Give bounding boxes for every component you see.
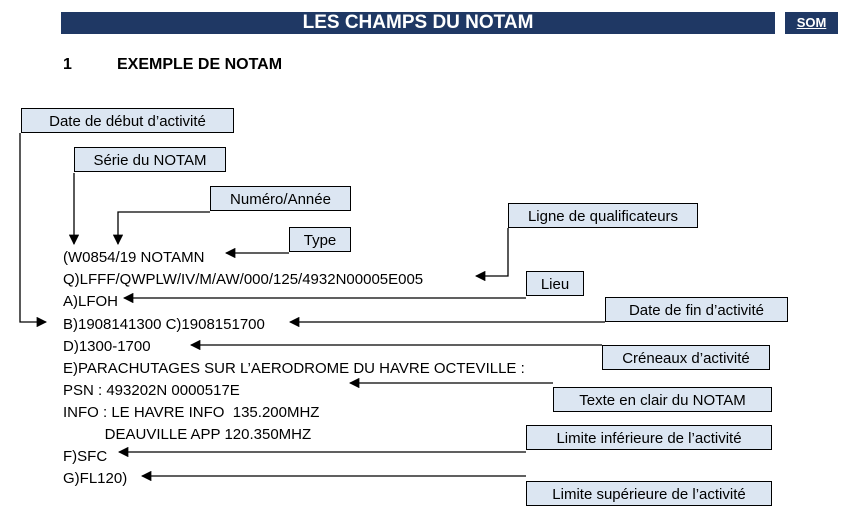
notam-line-header: (W0854/19 NOTAMN (63, 249, 205, 266)
label-number-year: Numéro/Année (210, 186, 351, 211)
som-button[interactable]: SOM (785, 12, 838, 34)
notam-line-d: D)1300-1700 (63, 338, 151, 355)
label-plain-text: Texte en clair du NOTAM (553, 387, 772, 412)
label-end-date: Date de fin d’activité (605, 297, 788, 322)
notam-line-b-c: B)1908141300 C)1908151700 (63, 316, 265, 333)
section-number: 1 (63, 56, 72, 73)
label-upper-limit: Limite supérieure de l’activité (526, 481, 772, 506)
label-lower-limit: Limite inférieure de l’activité (526, 425, 772, 450)
notam-line-info-2: DEAUVILLE APP 120.350MHZ (63, 426, 312, 443)
page-title-banner: LES CHAMPS DU NOTAM (61, 12, 775, 34)
arrow-qualifier-line (474, 228, 509, 282)
notam-line-e: E)PARACHUTAGES SUR L’AERODROME DU HAVRE … (63, 360, 525, 377)
label-location: Lieu (526, 271, 584, 296)
notam-line-g: G)FL120) (63, 470, 128, 487)
notam-line-f: F)SFC (63, 448, 108, 465)
notam-line-a: A)LFOH (63, 293, 119, 310)
notam-line-info-1: INFO : LE HAVRE INFO 135.200MHZ (63, 404, 320, 421)
label-type: Type (289, 227, 351, 252)
notam-line-q: Q)LFFF/QWPLW/IV/M/AW/000/125/4932N00005E… (63, 271, 424, 288)
label-series: Série du NOTAM (74, 147, 226, 172)
label-qualifier-line: Ligne de qualificateurs (508, 203, 698, 228)
arrow-start-date (19, 133, 48, 328)
label-slots: Créneaux d’activité (602, 345, 770, 370)
section-title: EXEMPLE DE NOTAM (117, 56, 283, 73)
notam-line-psn: PSN : 493202N 0000517E (63, 382, 240, 399)
arrow-number-year (112, 211, 210, 246)
label-start-date: Date de début d’activité (21, 108, 234, 133)
